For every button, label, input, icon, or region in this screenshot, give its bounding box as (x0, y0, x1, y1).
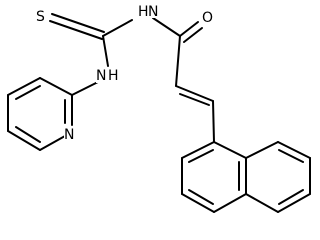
pyr-bond-4 (7, 130, 41, 151)
naph-bond-10 (277, 193, 311, 213)
naph-bond-6 (181, 141, 215, 159)
bond-c-s-1 (49, 20, 103, 40)
atom-n-top: N (148, 4, 158, 20)
pyr-double-2 (15, 126, 41, 143)
atom-h-top: H (138, 4, 149, 20)
bond-c-o-2 (183, 27, 203, 43)
bond-c-s-2 (51, 13, 105, 33)
atom-nh-left-bg (96, 67, 122, 83)
atom-nh-top-bg (136, 2, 162, 18)
naphthalene (181, 141, 311, 213)
naph-bond-8 (277, 141, 311, 159)
naph-double-4 (278, 149, 304, 163)
thiourea-bonds (49, 13, 203, 96)
atom-n-pyridine: N (64, 127, 74, 143)
naph-double-5 (278, 189, 304, 205)
bond-c-nh-left (102, 35, 109, 67)
naph-bond-3 (213, 193, 247, 213)
bond-cbeta-naphthyl (212, 100, 215, 143)
chemical-structure: S H N O N H N (7, 2, 311, 213)
atom-o: O (202, 10, 213, 26)
atom-h-left: H (108, 68, 119, 84)
naph-bond-1 (213, 141, 247, 159)
atom-o-bg (201, 9, 215, 25)
bond-c-nh-top (102, 19, 133, 37)
naph-bond-7 (245, 141, 279, 159)
bond-co-calpha (175, 35, 181, 87)
naph-double-1 (188, 149, 214, 163)
atom-n-left: N (96, 68, 106, 84)
bond-calpha-cbeta (175, 85, 214, 102)
atom-labels: S H N O N H N (36, 2, 215, 143)
naph-bond-4 (181, 193, 215, 213)
naph-bond-11 (245, 193, 279, 213)
atom-n-pyridine-bg (64, 126, 76, 142)
bond-nh-top-co (152, 17, 181, 37)
pyr-bond-2 (7, 77, 41, 96)
pyr-double-1 (15, 85, 41, 100)
bond-nh-left-ring (71, 81, 99, 96)
pyr-bond-5 (39, 135, 66, 151)
pyr-bond-1 (39, 77, 73, 96)
naph-double-2 (188, 189, 214, 205)
atom-s-bg (36, 8, 48, 24)
bond-c-o-1 (179, 21, 199, 37)
vinyl-bonds (175, 35, 215, 143)
bond-calpha-cbeta-inner (179, 93, 210, 106)
pyridine-ring (7, 77, 73, 151)
atom-s: S (36, 9, 45, 25)
